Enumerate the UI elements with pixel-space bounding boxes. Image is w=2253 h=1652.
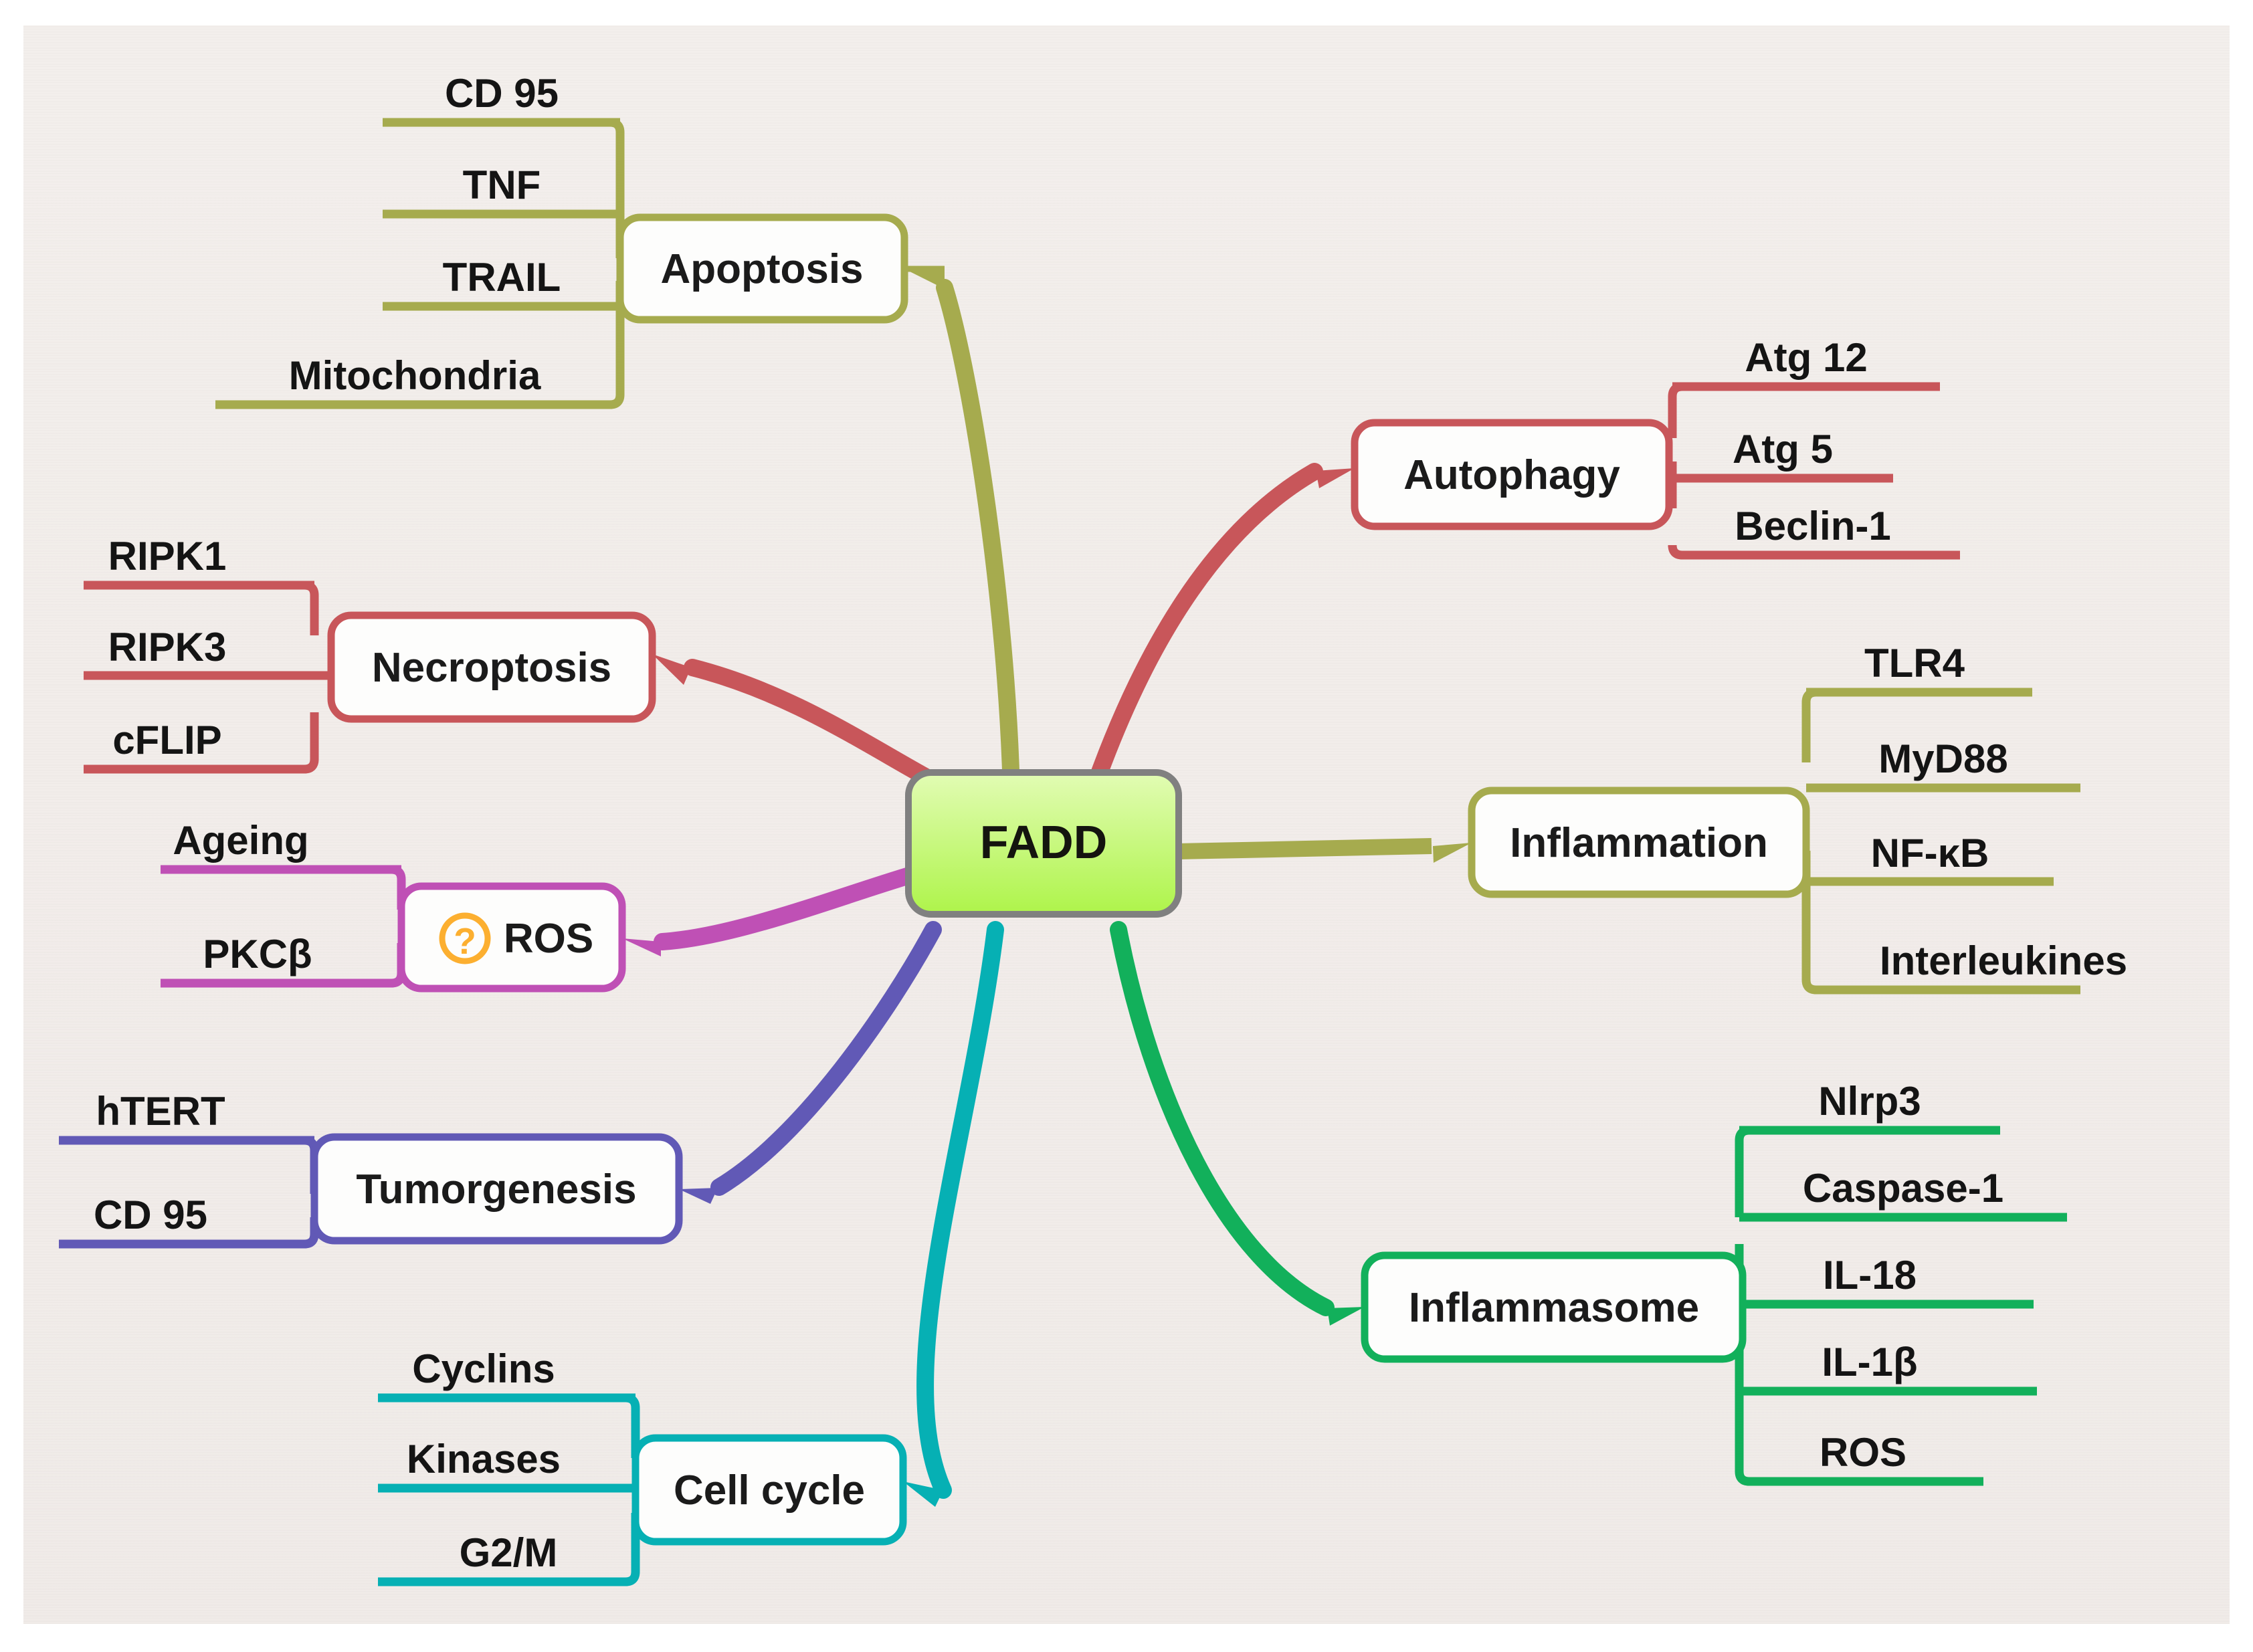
branch-inflammation: TLR4 MyD88 NF-κB Interleukines Inflammat… [1178,641,2127,995]
branch-ros: Ageing PKCβ ? ROS [161,818,939,993]
arrowhead-apoptosis [904,269,945,289]
node-label-cellcycle: Cell cycle [674,1467,865,1514]
center-node-group: FADD [905,769,1182,918]
leaf-label: CD 95 [94,1193,207,1237]
node-ros[interactable] [397,882,626,993]
node-label-inflammation: Inflammation [1510,820,1768,866]
connector-fadd-ros [654,861,939,950]
leaf-label: Beclin-1 [1735,504,1890,548]
node-apoptosis[interactable] [616,213,908,324]
branch-autophagy: Atg 12 Atg 5 Beclin-1 Autophagy [1088,335,1960,788]
arrowhead-inflammation [1433,843,1472,863]
spine-cc-bottom [378,1513,640,1586]
leaf-label: Interleukines [1880,938,2127,983]
spine-necro-bottom [84,712,319,774]
connector-fadd-apoptosis [936,279,1020,801]
leaf-label: CD 95 [445,71,559,116]
node-label-tumorgenesis: Tumorgenesis [356,1166,636,1213]
node-label-apoptosis: Apoptosis [660,246,863,292]
node-label-ros: ROS [504,916,593,962]
leaf-label: Cyclins [412,1346,555,1391]
question-circle-icon: ? [439,912,491,964]
spine-tumor-bottom [59,1217,319,1249]
branch-inflammasome: Nlrp3 Caspase-1 IL-18 IL-1β ROS Inflamma… [1110,921,2067,1486]
leaf-label: IL-18 [1823,1253,1917,1298]
connector-fadd-inflammation [1178,838,1432,859]
arrowhead-necroptosis [652,654,691,685]
spine-necro-top [304,581,319,635]
leaf-label: Mitochondria [289,353,541,398]
leaf-label: TRAIL [443,255,561,300]
leaf-label: G2/M [460,1530,558,1575]
leaf-label: Atg 5 [1733,427,1833,472]
arrowhead-cellcycle [903,1481,943,1507]
leaf-label: hTERT [96,1089,225,1134]
leaf-label: TLR4 [1864,641,1965,686]
svg-text:?: ? [454,920,476,962]
leaf-label: RIPK1 [108,534,227,579]
branch-necroptosis: RIPK1 RIPK3 cFLIP Necroptosis [84,534,939,788]
arrowhead-inflammasome [1327,1307,1365,1326]
node-label-fadd: FADD [980,816,1108,868]
node-fadd[interactable] [905,769,1182,918]
leaf-label: PKCβ [203,932,312,976]
spine-infm-bottom [1735,1244,1983,1486]
leaf-label: Ageing [173,818,308,863]
spine-infl-top [1801,688,1817,762]
leaf-label: Nlrp3 [1818,1079,1921,1124]
leaf-label: ROS [1820,1430,1906,1475]
branch-apoptosis: CD 95 TNF TRAIL Mitochondria Apoptosis [215,71,1020,801]
node-inflammasome[interactable] [1361,1251,1747,1363]
leaf-label: cFLIP [112,718,221,762]
node-tumorgenesis[interactable] [310,1133,683,1245]
leaf-label: IL-1β [1822,1340,1917,1384]
branch-cellcycle: Cyclins Kinases G2/M Cell cycle [378,921,1004,1586]
spine-auto-top [1668,382,1683,438]
leaf-label: NF-κB [1871,831,1989,875]
leaf-label: MyD88 [1878,736,2007,781]
connector-fadd-necroptosis [684,659,939,788]
connector-fadd-tumorgenesis [710,921,942,1196]
branch-tumorgenesis: hTERT CD 95 Tumorgenesis [59,921,942,1249]
node-inflammation[interactable] [1468,787,1810,898]
leaf-label: TNF [463,163,541,207]
spine-apoptosis-bottom [215,281,625,409]
spine-apoptosis-top [609,118,625,258]
spine-ros-top [391,865,406,910]
arrowhead-autophagy [1316,468,1355,488]
arrowhead-ros [622,938,661,956]
node-autophagy[interactable] [1351,419,1673,530]
leaf-label: Atg 12 [1745,335,1867,380]
node-cellcycle[interactable] [631,1434,907,1546]
leaf-label: RIPK3 [108,625,227,669]
spine-cc-top [625,1393,640,1458]
spine-auto-bottom [1668,544,1960,560]
node-label-inflammasome: Inflammasome [1409,1285,1699,1331]
connector-fadd-autophagy [1088,463,1323,788]
node-label-autophagy: Autophagy [1403,452,1620,498]
spine-infl-bottom [1801,851,2080,995]
spine-infm-top [1735,1126,1750,1217]
leaf-label: Kinases [407,1437,561,1481]
leaf-label: Caspase-1 [1803,1166,2003,1211]
arrowhead-tumorgenesis [679,1188,718,1204]
node-label-necroptosis: Necroptosis [372,645,611,691]
node-necroptosis[interactable] [327,611,656,723]
connector-fadd-cellcycle [916,921,1004,1499]
connector-fadd-inflammasome [1110,921,1335,1316]
